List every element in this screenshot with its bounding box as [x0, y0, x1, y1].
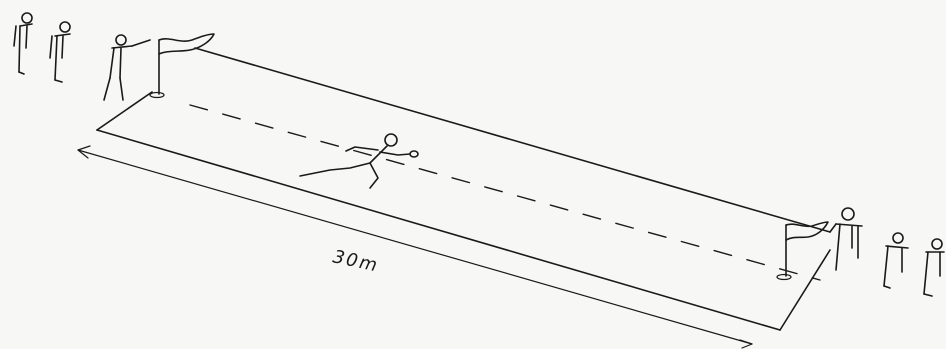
running-track	[97, 48, 830, 330]
finish-judge-figure-1	[830, 208, 862, 270]
finish-flag-base	[777, 275, 791, 280]
start-flag	[150, 34, 214, 98]
finish-judge-figure-2	[884, 233, 908, 288]
judge-figure-2	[50, 22, 70, 82]
distance-arrow	[78, 146, 752, 348]
finish-judge-figure-3	[924, 239, 944, 296]
runner-figure	[300, 134, 418, 188]
start-judges	[14, 13, 150, 100]
judge-figure-1	[14, 13, 32, 74]
track-far-edge	[195, 48, 830, 232]
arrow-head-right	[740, 340, 752, 348]
distance-arrow-line	[78, 150, 752, 344]
track-finish-line	[780, 250, 830, 330]
distance-label: 30m	[331, 246, 381, 276]
starter-figure	[104, 35, 150, 100]
runner-hand	[410, 151, 418, 157]
finish-judges	[830, 208, 944, 296]
runner-head	[385, 134, 397, 146]
track-center-dashes	[190, 105, 820, 280]
start-flag-base	[150, 93, 164, 98]
track-near-edge	[97, 130, 780, 330]
